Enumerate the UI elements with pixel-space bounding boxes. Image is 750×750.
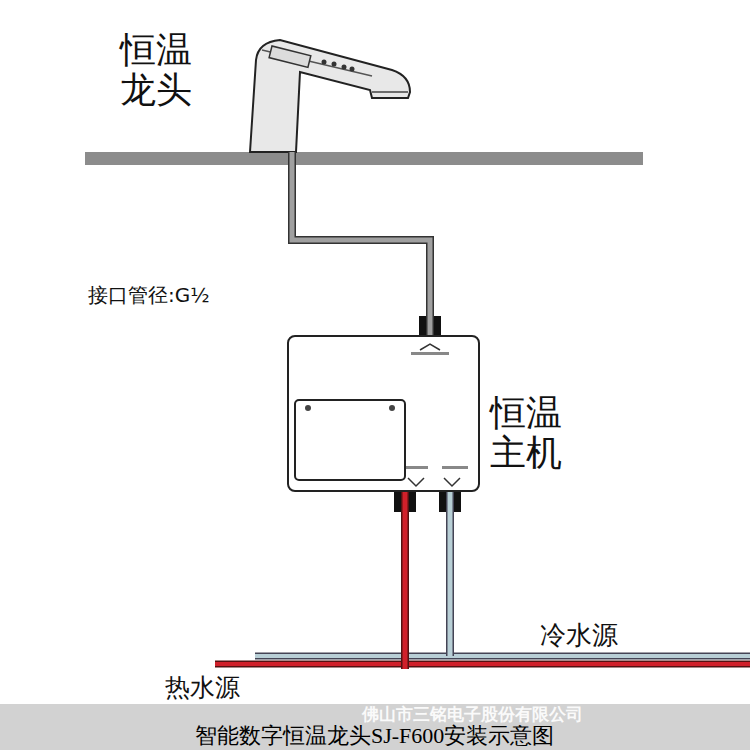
hot-pipe [215, 664, 750, 665]
caption-band [0, 704, 750, 750]
faucet-drawing [250, 40, 410, 152]
host-unit: 恒温主机 [287, 335, 480, 492]
hot-pipe [405, 492, 406, 669]
host-cover [295, 400, 468, 486]
node-label: 冷水源 [540, 618, 618, 653]
pipe-size-note: 接口管径:G½ [88, 282, 210, 309]
caption: 智能数字恒温龙头SJ-F600安装示意图 [195, 721, 554, 750]
faucet: 恒温龙头 [110, 26, 420, 152]
cold-pipe [448, 492, 453, 618]
outlet-pipe [292, 152, 430, 335]
outlet-pipe [292, 152, 430, 335]
node-label: 恒温龙头 [120, 30, 196, 111]
watermark: 佛山市三铭电子股份有限公司 [362, 703, 583, 726]
cold-water-source: 冷水源 [255, 618, 750, 652]
counter-top [85, 152, 643, 165]
hot-pipe [401, 492, 409, 669]
outlet-pipe [292, 152, 430, 335]
node-label: 恒温主机 [490, 393, 566, 474]
hot-pipe [403, 492, 408, 669]
cold-pipe [446, 492, 454, 618]
cold-pipe [255, 616, 750, 656]
hot-water-source: 热水源 [160, 669, 750, 703]
cold-pipe [450, 492, 451, 618]
node-label: 热水源 [165, 671, 240, 704]
